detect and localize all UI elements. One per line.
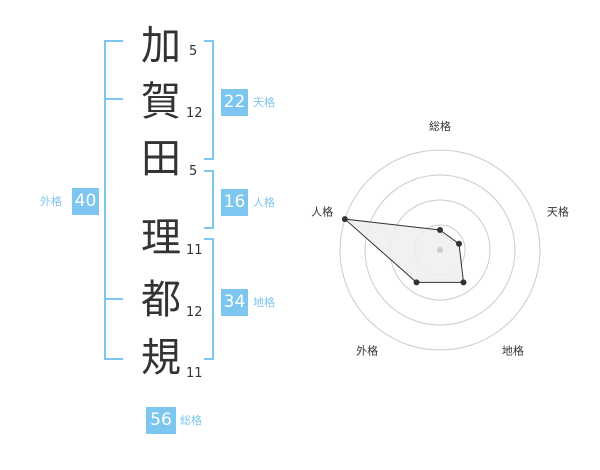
name-char-5: 都	[141, 277, 181, 323]
radar-axis-label: 総格	[429, 119, 451, 133]
gaikaku-value: 40	[72, 188, 99, 215]
stroke-count-6: 11	[186, 366, 203, 381]
soukaku-value: 56	[146, 407, 176, 434]
name-char-4: 理	[141, 215, 181, 261]
radar-axis-label: 地格	[502, 343, 524, 357]
stroke-count-1: 5	[189, 44, 198, 59]
radar-center-dot	[437, 247, 443, 253]
radar-point-4	[413, 279, 420, 286]
radar-axis-label: 外格	[356, 343, 378, 357]
chikaku-label: 地格	[253, 296, 275, 309]
jinkaku-value: 16	[221, 189, 248, 216]
radar-ring	[364, 174, 516, 326]
stroke-count-5: 12	[186, 305, 203, 320]
name-char-3: 田	[141, 136, 181, 182]
name-char-2: 賀	[141, 79, 181, 125]
tenkaku-value: 22	[221, 89, 248, 116]
gaikaku-label: 外格	[40, 195, 62, 208]
name-char-1: 加	[141, 23, 181, 69]
soukaku-label: 総格	[180, 414, 202, 427]
radar-point-1	[437, 227, 443, 233]
radar-point-3	[460, 279, 467, 286]
jinkaku-label: 人格	[253, 196, 275, 209]
name-char-6: 規	[141, 335, 181, 381]
chikaku-value: 34	[221, 289, 248, 316]
radar-ring	[339, 149, 541, 351]
stroke-count-4: 11	[186, 243, 203, 258]
radar-axis-label: 天格	[547, 205, 569, 219]
radar-area	[343, 218, 465, 283]
tenkaku-label: 天格	[253, 96, 275, 109]
radar-point-5	[341, 216, 348, 223]
stroke-count-3: 5	[189, 164, 198, 179]
radar-point-2	[456, 240, 462, 247]
stroke-count-2: 12	[186, 106, 203, 121]
radar-axis-label: 人格	[311, 205, 333, 219]
